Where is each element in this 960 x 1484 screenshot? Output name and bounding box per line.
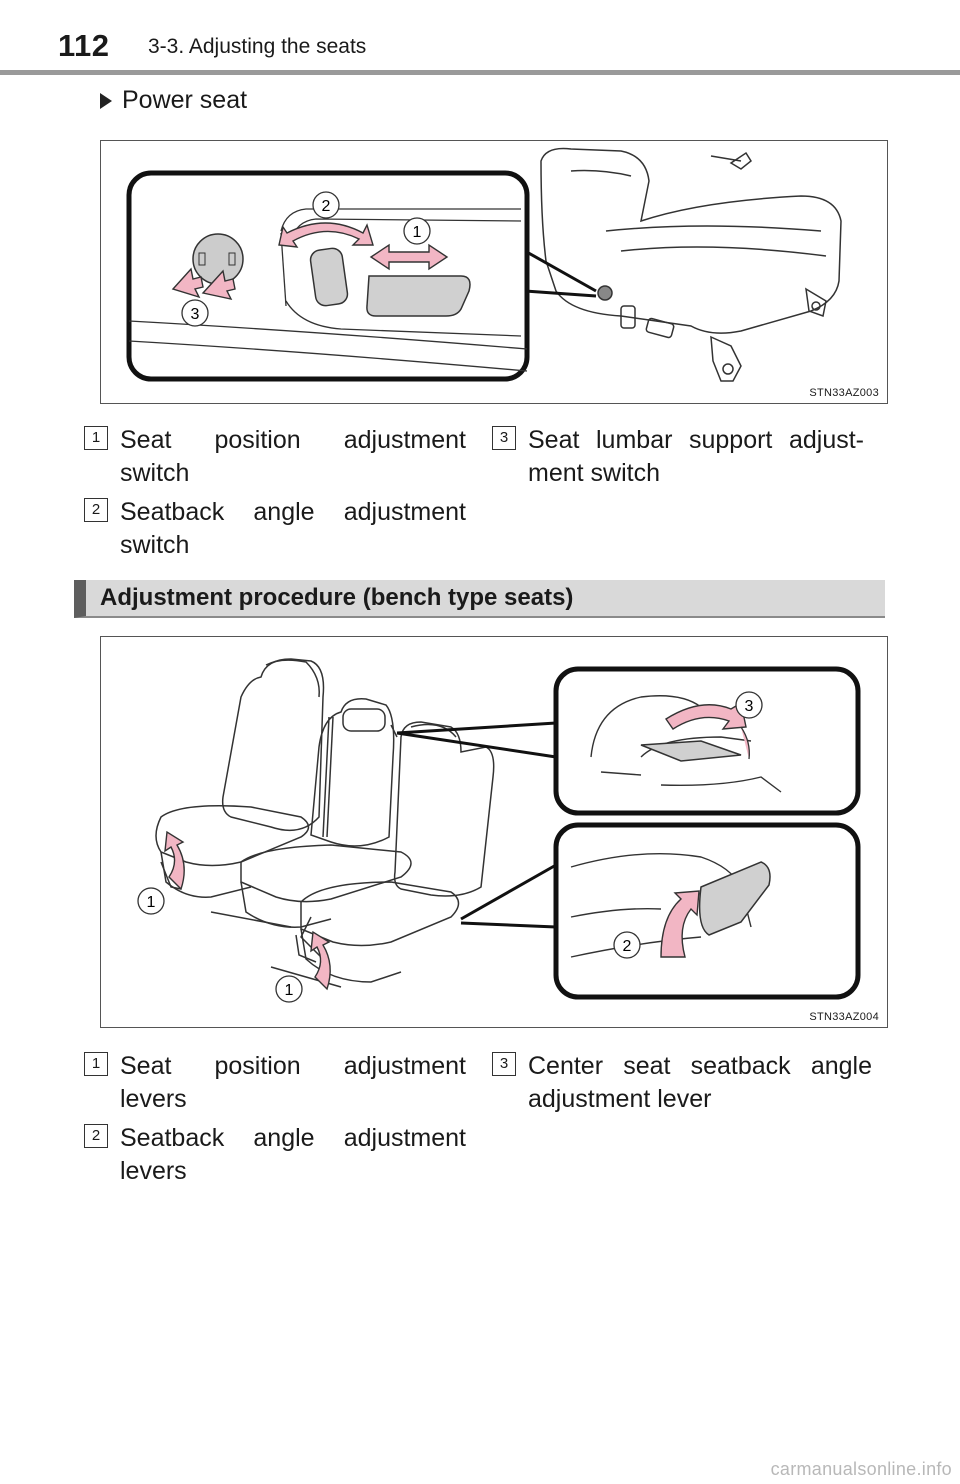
callout-1b: 1 (285, 982, 294, 999)
figure-code: STN33AZ004 (809, 1011, 879, 1023)
legend-number-badge: 2 (84, 1124, 108, 1148)
bullet-text: Power seat (122, 86, 248, 114)
zoom-connector-bottom (460, 863, 557, 921)
callouts: 1 1 2 3 (137, 691, 763, 1003)
zoom-connector (524, 249, 597, 293)
power-seat-illustration: 2 1 3 (126, 147, 842, 382)
center-lever-arrow (665, 701, 747, 730)
position-lever-arrow-left (164, 830, 185, 891)
legend1-item-2: 2 Seatback angle adjustment switch (84, 496, 466, 562)
legend-number-badge: 3 (492, 426, 516, 450)
seatback-lever-arrow (660, 890, 700, 958)
legend2-item-1: 1 Seat position adjustment levers (84, 1050, 466, 1116)
legend-number-badge: 1 (84, 426, 108, 450)
legend-text: Seatback angle adjustment levers (120, 1124, 466, 1185)
legend-text: Seat lumbar support adjust- ment switch (528, 426, 864, 487)
power-seat-figure: 2 1 3 STN33AZ003 (100, 140, 888, 404)
legend2-item-3: 3 Center seat seatback angle adjustment … (492, 1050, 872, 1116)
bench-seat-outline (155, 658, 495, 988)
zoom-connector-top (396, 721, 557, 735)
callout-1: 1 (413, 224, 422, 241)
section-subheading: Adjustment procedure (bench type seats) (74, 580, 885, 618)
seatback-arrow (278, 222, 374, 248)
callout-2: 2 (623, 938, 632, 955)
position-switch (366, 275, 471, 317)
bullet-triangle-icon (100, 92, 112, 109)
legend1-item-3: 3 Seat lumbar support adjust- ment switc… (492, 424, 864, 490)
figure-code: STN33AZ003 (809, 387, 879, 399)
page-header: 112 3-3. Adjusting the seats (0, 0, 960, 76)
lumbar-arrow-right (201, 269, 236, 300)
page-number: 112 (58, 28, 110, 63)
legend2-item-2: 2 Seatback angle adjustment levers (84, 1122, 466, 1188)
center-lever (640, 740, 742, 762)
legend-text: Seat position adjustment switch (120, 426, 466, 487)
callout-3: 3 (191, 306, 200, 323)
bench-seat-figure: 1 1 2 3 STN33AZ004 (100, 636, 888, 1028)
bench-seat-illustration: 1 1 2 3 (137, 658, 861, 1003)
position-lever-arrow-right (310, 930, 331, 991)
center-lever-inset (553, 666, 861, 816)
subheading-text: Adjustment procedure (bench type seats) (100, 584, 574, 611)
callout-2: 2 (322, 198, 331, 215)
legend-number-badge: 2 (84, 498, 108, 522)
header-divider (0, 70, 960, 75)
power-seat-bullet: Power seat (100, 86, 247, 115)
site-watermark: carmanualsonline.info (770, 1459, 952, 1479)
lumbar-arrow-left (171, 267, 204, 299)
seatback-lever (698, 861, 771, 936)
slide-arrow (369, 243, 449, 271)
callouts: 2 1 3 (181, 191, 431, 327)
section-title: 3-3. Adjusting the seats (148, 35, 367, 58)
legend-text: Center seat seatback angle adjustment le… (528, 1052, 872, 1113)
seatback-switch (309, 247, 349, 307)
legend1-item-1: 1 Seat position adjustment switch (84, 424, 466, 490)
lumbar-knob-small (597, 285, 613, 301)
callout-3: 3 (745, 698, 754, 715)
legend-number-badge: 1 (84, 1052, 108, 1076)
legend-text: Seat position adjustment levers (120, 1052, 466, 1113)
callout-1a: 1 (147, 894, 156, 911)
legend-number-badge: 3 (492, 1052, 516, 1076)
seat-outline (540, 147, 842, 382)
legend-text: Seatback angle adjustment switch (120, 498, 466, 559)
